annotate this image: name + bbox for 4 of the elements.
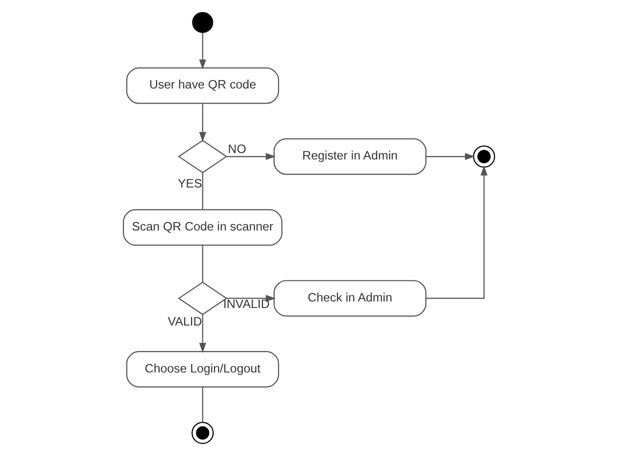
edge-label: YES [177, 176, 202, 190]
edge-label: NO [227, 142, 246, 156]
edge-label: INVALID [222, 297, 270, 312]
edge-label: VALID [167, 314, 202, 328]
